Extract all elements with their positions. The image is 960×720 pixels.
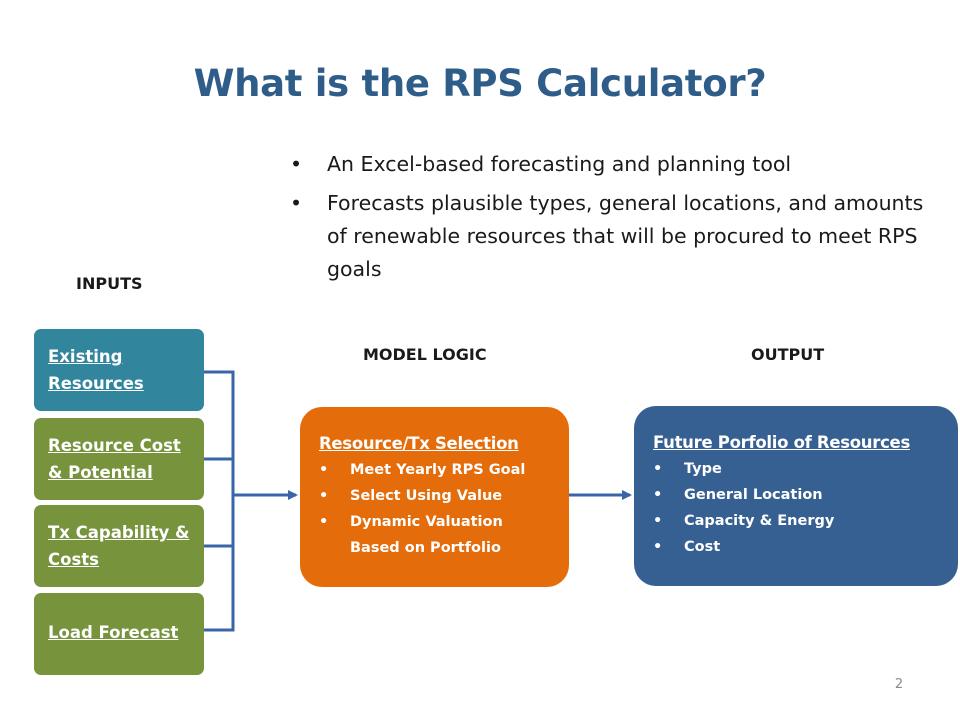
model-logic-item: Meet Yearly RPS Goal — [319, 457, 553, 483]
input-tx-capability-costs[interactable]: Tx Capability & Costs — [34, 505, 204, 587]
bracket-line — [204, 370, 235, 632]
page-number: 2 — [894, 677, 904, 692]
model-logic-item: Select Using Value — [319, 483, 553, 509]
input-resource-cost-potential[interactable]: Resource Cost & Potential — [34, 418, 204, 500]
output-item: Capacity & Energy — [653, 508, 944, 534]
output-label: OUTPUT — [751, 345, 825, 364]
intro-bullet-list: An Excel-based forecasting and planning … — [290, 148, 930, 292]
output-heading: Future Porfolio of Resources — [653, 433, 910, 452]
output-box: Future Porfolio of Resources Type Genera… — [634, 406, 958, 586]
model-logic-heading: Resource/Tx Selection — [319, 434, 519, 453]
output-item: Type — [653, 456, 944, 482]
output-item: General Location — [653, 482, 944, 508]
output-list: Type General Location Capacity & Energy … — [653, 456, 944, 560]
output-item: Cost — [653, 534, 944, 560]
intro-bullet-1: An Excel-based forecasting and planning … — [290, 148, 930, 181]
input-load-forecast[interactable]: Load Forecast — [34, 593, 204, 675]
model-logic-list: Meet Yearly RPS Goal Select Using Value … — [319, 457, 553, 561]
model-logic-box: Resource/Tx Selection Meet Yearly RPS Go… — [300, 407, 569, 587]
inputs-label: INPUTS — [76, 274, 143, 293]
model-logic-item: Dynamic Valuation Based on Portfolio — [319, 509, 553, 561]
slide-title: What is the RPS Calculator? — [193, 62, 767, 105]
model-logic-label: MODEL LOGIC — [363, 345, 487, 364]
intro-bullet-2: Forecasts plausible types, general locat… — [290, 187, 930, 286]
input-existing-resources[interactable]: Existing Resources — [34, 329, 204, 411]
